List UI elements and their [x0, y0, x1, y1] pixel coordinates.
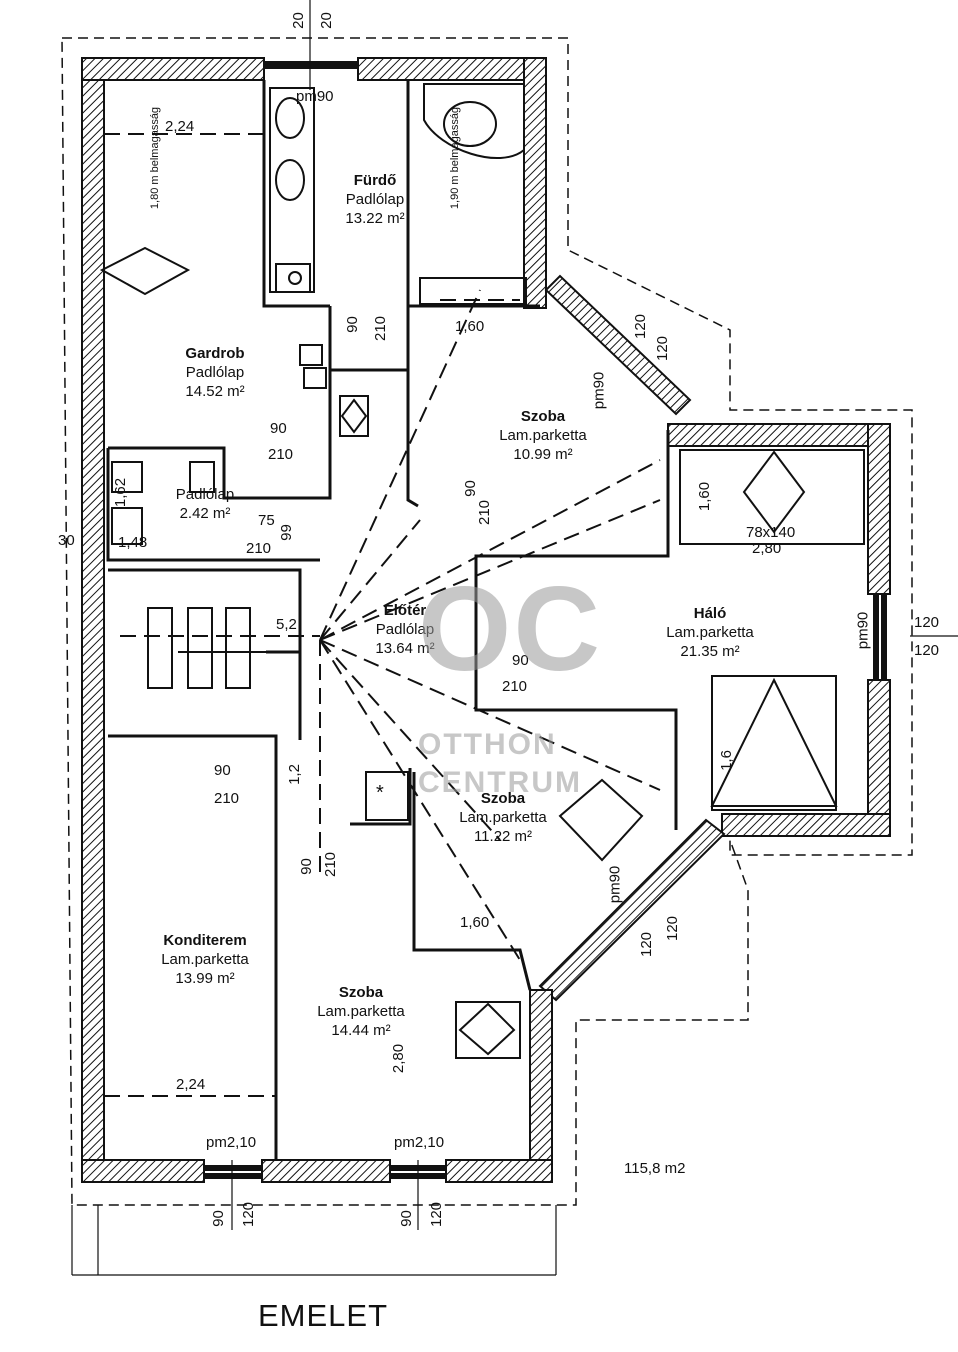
- room-name: Előtér: [383, 602, 427, 619]
- watermark-logo: OC: [418, 562, 602, 696]
- room-area: 13.22 m²: [345, 209, 405, 227]
- dim-120-c: 120: [664, 915, 682, 942]
- room-name: Szoba: [338, 984, 384, 1001]
- room-area: 2.42 m²: [179, 504, 231, 522]
- room-wc: Padlólap 2.42 m²: [150, 486, 260, 524]
- room-name: Szoba: [480, 790, 526, 807]
- room-area: 14.52 m²: [185, 382, 245, 400]
- room-floor: Padlólap: [345, 190, 405, 208]
- room-name: Szoba: [520, 408, 566, 425]
- room-furdo: Fürdő Padlólap 13.22 m²: [330, 172, 420, 228]
- watermark-line2: CENTRUM: [418, 766, 582, 799]
- dim-224-bot: 2,24: [176, 1076, 206, 1093]
- fixtures: [99, 83, 865, 1059]
- dim-120-b: 120: [654, 335, 672, 362]
- room-eloter: Előtér Padlólap 13.64 m²: [350, 602, 460, 658]
- room-area: 13.64 m²: [375, 639, 435, 657]
- dim-pm210-b: pm2,10: [394, 1134, 445, 1151]
- dim-pm90-right: pm90: [854, 611, 872, 650]
- dim-30: 30: [58, 532, 75, 549]
- dim-210-kond: 210: [214, 790, 240, 807]
- room-szoba-3: Szoba Lam.parketta 14.44 m²: [296, 984, 426, 1040]
- dim-90-halo-door: 90: [512, 652, 529, 669]
- room-name: Konditerem: [163, 932, 247, 949]
- room-floor: Lam.parketta: [459, 808, 547, 826]
- room-floor: Lam.parketta: [161, 950, 249, 968]
- dim-210-sz: 210: [322, 851, 340, 878]
- room-halo: Háló Lam.parketta 21.35 m²: [640, 605, 780, 661]
- dimension-lines: [71, 0, 958, 1276]
- dim-top-a: 20: [289, 12, 307, 29]
- outer-walls: [81, 57, 891, 1183]
- dim-90-gard: 90: [270, 420, 287, 437]
- note-belmagassag-1: 1,80 m belmagasság: [149, 106, 162, 210]
- dashed-outline: [61, 37, 913, 1206]
- dim-75: 75: [258, 512, 275, 529]
- room-szoba-2: Szoba Lam.parketta 11.22 m²: [438, 790, 568, 846]
- room-area: 21.35 m²: [680, 642, 740, 660]
- dim-bot-120b: 120: [428, 1201, 446, 1228]
- dim-12: 1,2: [285, 764, 303, 785]
- room-floor: Padlólap: [185, 363, 245, 381]
- dim-160-a: 1,60: [455, 318, 485, 335]
- dim-162: 1,62: [112, 477, 130, 508]
- watermark-line1: OTTHON: [418, 728, 557, 761]
- dim-top-b: 20: [317, 12, 335, 29]
- dim-90-a: 90: [343, 316, 361, 333]
- dim-224-top: 2,24: [165, 118, 195, 135]
- dim-280-v: 2,80: [390, 1043, 408, 1074]
- room-area: 10.99 m²: [513, 445, 573, 463]
- room-floor: Lam.parketta: [666, 623, 754, 641]
- dim-bot-90a: 90: [209, 1210, 227, 1227]
- dim-pm210-a: pm2,10: [206, 1134, 257, 1151]
- room-konditerem: Konditerem Lam.parketta 13.99 m²: [140, 932, 270, 988]
- dim-210-gard: 210: [268, 446, 294, 463]
- dim-pm90-low: pm90: [606, 865, 624, 904]
- room-floor: Padlólap: [375, 620, 435, 638]
- room-name: Háló: [693, 605, 727, 622]
- ceiling-lines: [104, 133, 661, 1097]
- page-title: EMELET: [258, 1298, 389, 1333]
- total-area: 115,8 m2: [624, 1160, 686, 1177]
- star-mark: *: [376, 782, 384, 804]
- inner-walls: [106, 80, 678, 1160]
- dim-160-halo: 1,60: [696, 481, 714, 512]
- dim-78x140: 78x140: [746, 524, 796, 541]
- dim-bot-90b: 90: [397, 1210, 415, 1227]
- dim-210-halo-door: 210: [502, 678, 528, 695]
- dim-120-a: 120: [632, 313, 650, 340]
- dim-120-r1: 120: [914, 614, 940, 631]
- dim-210-wc: 210: [246, 540, 272, 557]
- note-belmagassag-2: 1,90 m belmagasság: [449, 106, 462, 210]
- dim-bot-120a: 120: [240, 1201, 258, 1228]
- dim-148: 1,48: [118, 534, 148, 551]
- room-szoba-1: Szoba Lam.parketta 10.99 m²: [478, 408, 608, 464]
- room-area: 14.44 m²: [331, 1021, 391, 1039]
- dim-120-d: 120: [638, 931, 656, 958]
- dim-90-sz: 90: [297, 858, 315, 875]
- dim-90-kond: 90: [214, 762, 231, 779]
- room-area: 13.99 m²: [175, 969, 235, 987]
- dim-210-mid: 210: [476, 499, 494, 526]
- dim-120-r2: 120: [914, 642, 940, 659]
- dim-pm90-mid: pm90: [590, 371, 608, 410]
- dim-pm90-top: pm90: [296, 88, 334, 105]
- dim-210-a: 210: [372, 315, 390, 342]
- room-name: Gardrob: [185, 345, 245, 362]
- dim-90-mid: 90: [461, 480, 479, 497]
- room-name: Fürdő: [353, 172, 397, 189]
- room-area: 11.22 m²: [473, 827, 533, 845]
- room-floor: Lam.parketta: [317, 1002, 405, 1020]
- dim-52: 5,2: [276, 616, 297, 633]
- room-floor: Padlólap: [175, 486, 235, 503]
- dim-16: 1,6: [717, 750, 735, 771]
- room-floor: Lam.parketta: [499, 426, 587, 444]
- dim-280-halo: 2,80: [752, 540, 782, 557]
- dim-160-b: 1,60: [460, 914, 490, 931]
- room-gardrob: Gardrob Padlólap 14.52 m²: [160, 345, 270, 401]
- dim-99: 99: [277, 524, 295, 541]
